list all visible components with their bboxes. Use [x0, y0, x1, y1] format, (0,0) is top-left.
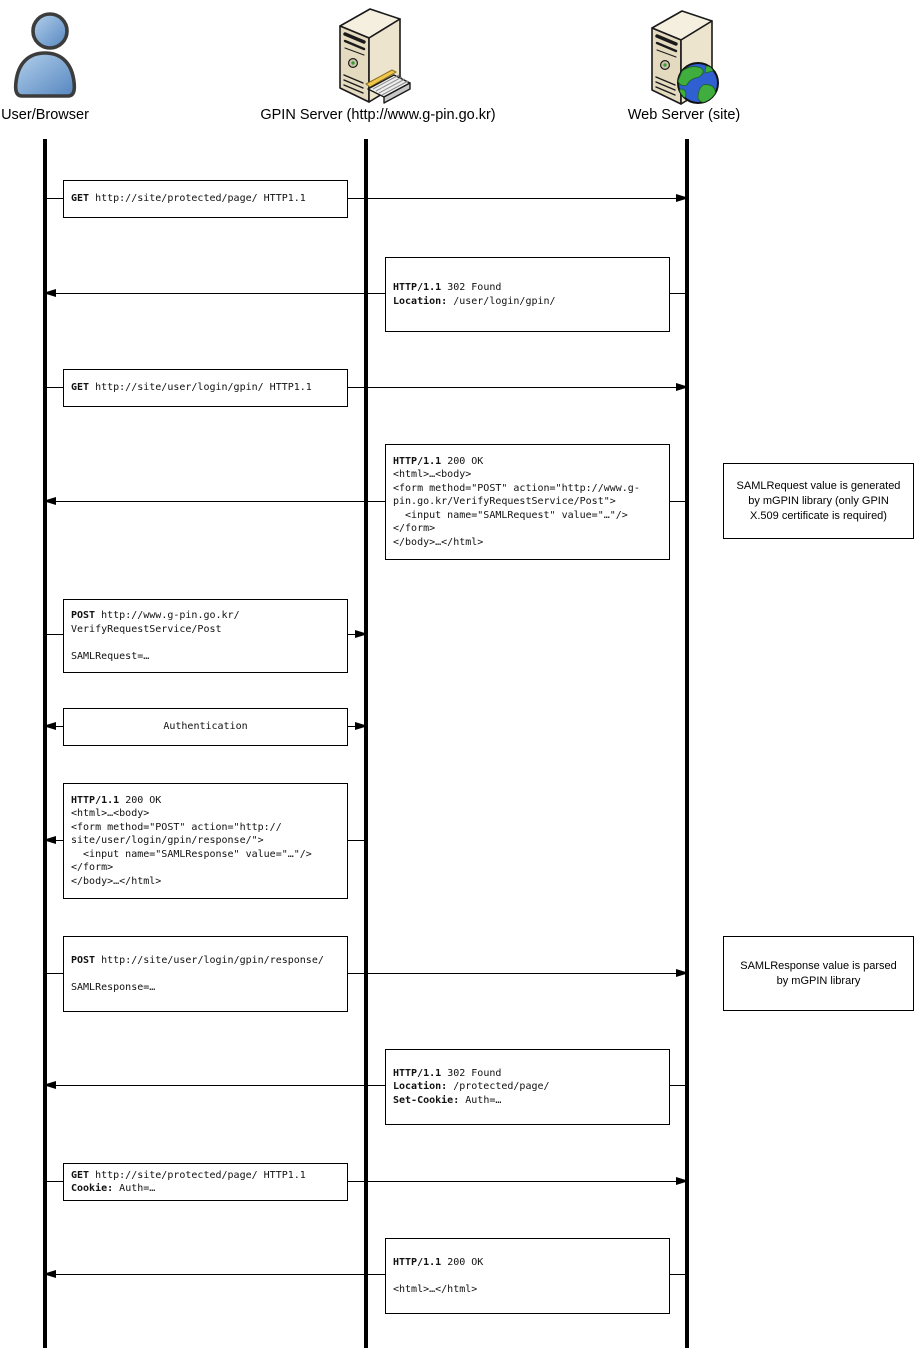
- message-post-gpin-response: POST http://site/user/login/gpin/respons…: [63, 936, 348, 1012]
- arrow-m9-left: [43, 1081, 687, 1089]
- arrow-m10-right: [45, 1177, 689, 1185]
- user-icon: [12, 8, 78, 100]
- gpin-server-icon: [332, 2, 416, 106]
- web-server-globe-icon: [646, 4, 722, 106]
- actor-label-gpin-server: GPIN Server (http://www.g-pin.go.kr): [260, 107, 496, 123]
- arrowhead-left-icon: [43, 722, 56, 730]
- arrowhead-right-icon: [355, 722, 368, 730]
- arrow-m11-left: [43, 1270, 687, 1278]
- actor-label-user: User/Browser: [1, 107, 89, 123]
- arrowhead-right-icon: [676, 383, 689, 391]
- arrowhead-left-icon: [43, 1081, 56, 1089]
- message-200-ok-samlresponse-form: HTTP/1.1 200 OK<html>…<body><form method…: [63, 783, 348, 899]
- arrowhead-right-icon: [676, 1177, 689, 1185]
- arrowhead-left-icon: [43, 497, 56, 505]
- message-200-ok-html: HTTP/1.1 200 OK<html>…</html>: [385, 1238, 670, 1314]
- lifeline-web-server: [685, 139, 689, 1348]
- arrowhead-right-icon: [355, 630, 368, 638]
- arrow-m8-right: [45, 969, 689, 977]
- arrowhead-right-icon: [676, 969, 689, 977]
- message-get-user-login-gpin: GET http://site/user/login/gpin/ HTTP1.1: [63, 369, 348, 407]
- message-post-verifyrequest: POST http://www.g-pin.go.kr/VerifyReques…: [63, 599, 348, 673]
- lifeline-user: [43, 139, 47, 1348]
- arrowhead-left-icon: [43, 1270, 56, 1278]
- message-200-ok-samlrequest-form: HTTP/1.1 200 OK<html>…<body><form method…: [385, 444, 670, 560]
- arrow-m3-right: [45, 383, 689, 391]
- arrowhead-right-icon: [676, 194, 689, 202]
- arrow-m4-left: [43, 497, 687, 505]
- arrowhead-left-icon: [43, 289, 56, 297]
- message-get-protected-page: GET http://site/protected/page/ HTTP1.1: [63, 180, 348, 218]
- arrow-m2-left: [43, 289, 687, 297]
- actor-label-web-server: Web Server (site): [627, 107, 741, 123]
- note-samlresponse-parsed: SAMLResponse value is parsed by mGPIN li…: [723, 936, 914, 1011]
- arrowhead-left-icon: [43, 836, 56, 844]
- message-authentication: Authentication: [63, 708, 348, 746]
- arrow-m1-right: [45, 194, 689, 202]
- lifeline-gpin-server: [364, 139, 368, 1348]
- note-samlrequest-generated: SAMLRequest value is generated by mGPIN …: [723, 463, 914, 539]
